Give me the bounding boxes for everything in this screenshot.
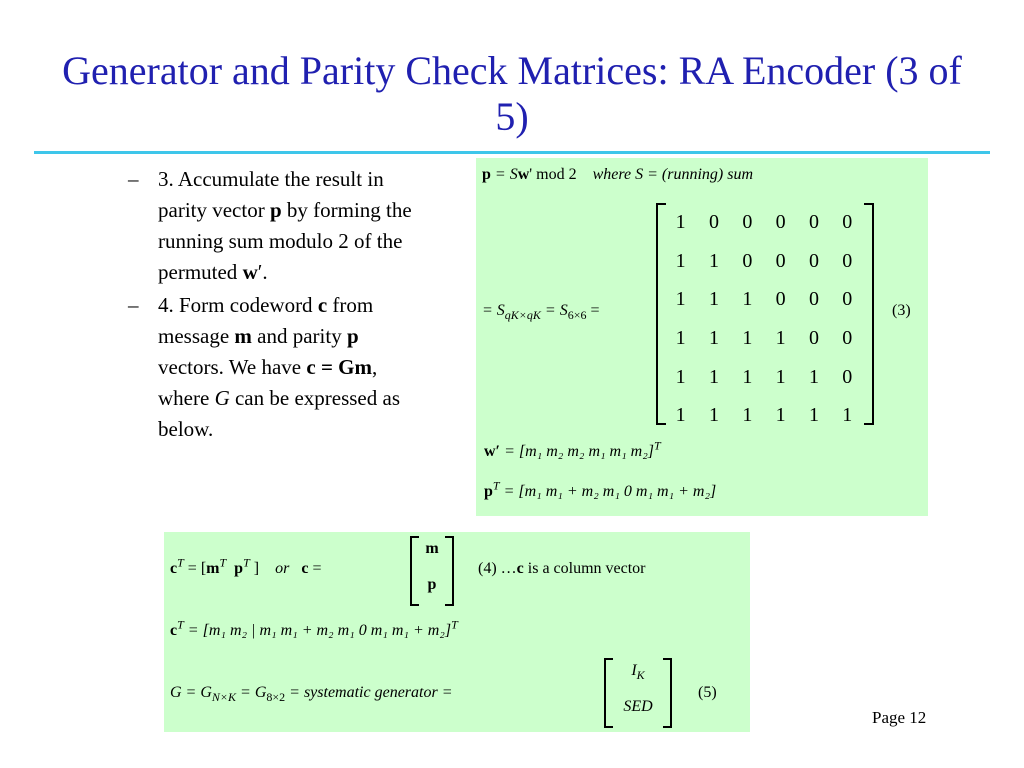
- equation-c-transpose: cT = [m₁ m₂ | m₁ m₁ + m₂ m₁ 0 m₁ m₁ + m₂…: [170, 617, 458, 639]
- page-number: Page 12: [872, 708, 927, 727]
- codeword-column-bracket: m p: [410, 536, 454, 606]
- bullet-item-accumulate: – 3. Accumulate the result in parity vec…: [128, 164, 418, 288]
- equation-generator: G = GN×K = G8×2 = systematic generator =: [170, 684, 453, 705]
- equation-codeword: cT = [mT pT ] or c =: [170, 555, 322, 577]
- bullet-list: – 3. Accumulate the result in parity vec…: [128, 164, 418, 447]
- bullet-item-codeword: – 4. Form codeword c from message m and …: [128, 290, 418, 445]
- equation-number-4: (4) …c is a column vector: [478, 560, 646, 577]
- equation-p-mod: p = Sw' mod 2 where S = (running) sum: [482, 166, 754, 183]
- equation-s-matrix: = SqK×qK = S6×6 =: [482, 302, 600, 323]
- equation-p-transpose: pT = [m₁ m₁ + m₂ m₁ 0 m₁ m₁ + m₂]: [484, 478, 717, 500]
- equation-number-3: (3): [892, 302, 911, 319]
- bullet-text: 4. Form codeword c from message m and pa…: [158, 293, 400, 441]
- title-underline: [34, 151, 990, 154]
- parity-equation-box: [476, 158, 928, 516]
- bullet-text: 3. Accumulate the result in parity vecto…: [158, 167, 412, 284]
- bullet-dash: –: [128, 167, 139, 191]
- generator-equation-box: [164, 532, 750, 732]
- equation-number-5: (5): [698, 684, 717, 701]
- generator-column-bracket: IK SED: [604, 658, 672, 728]
- equation-w-prime: w′ = [m₁ m₂ m₂ m₁ m₁ m₂]T: [484, 438, 661, 460]
- bullet-dash: –: [128, 293, 139, 317]
- slide-title: Generator and Parity Check Matrices: RA …: [62, 48, 962, 139]
